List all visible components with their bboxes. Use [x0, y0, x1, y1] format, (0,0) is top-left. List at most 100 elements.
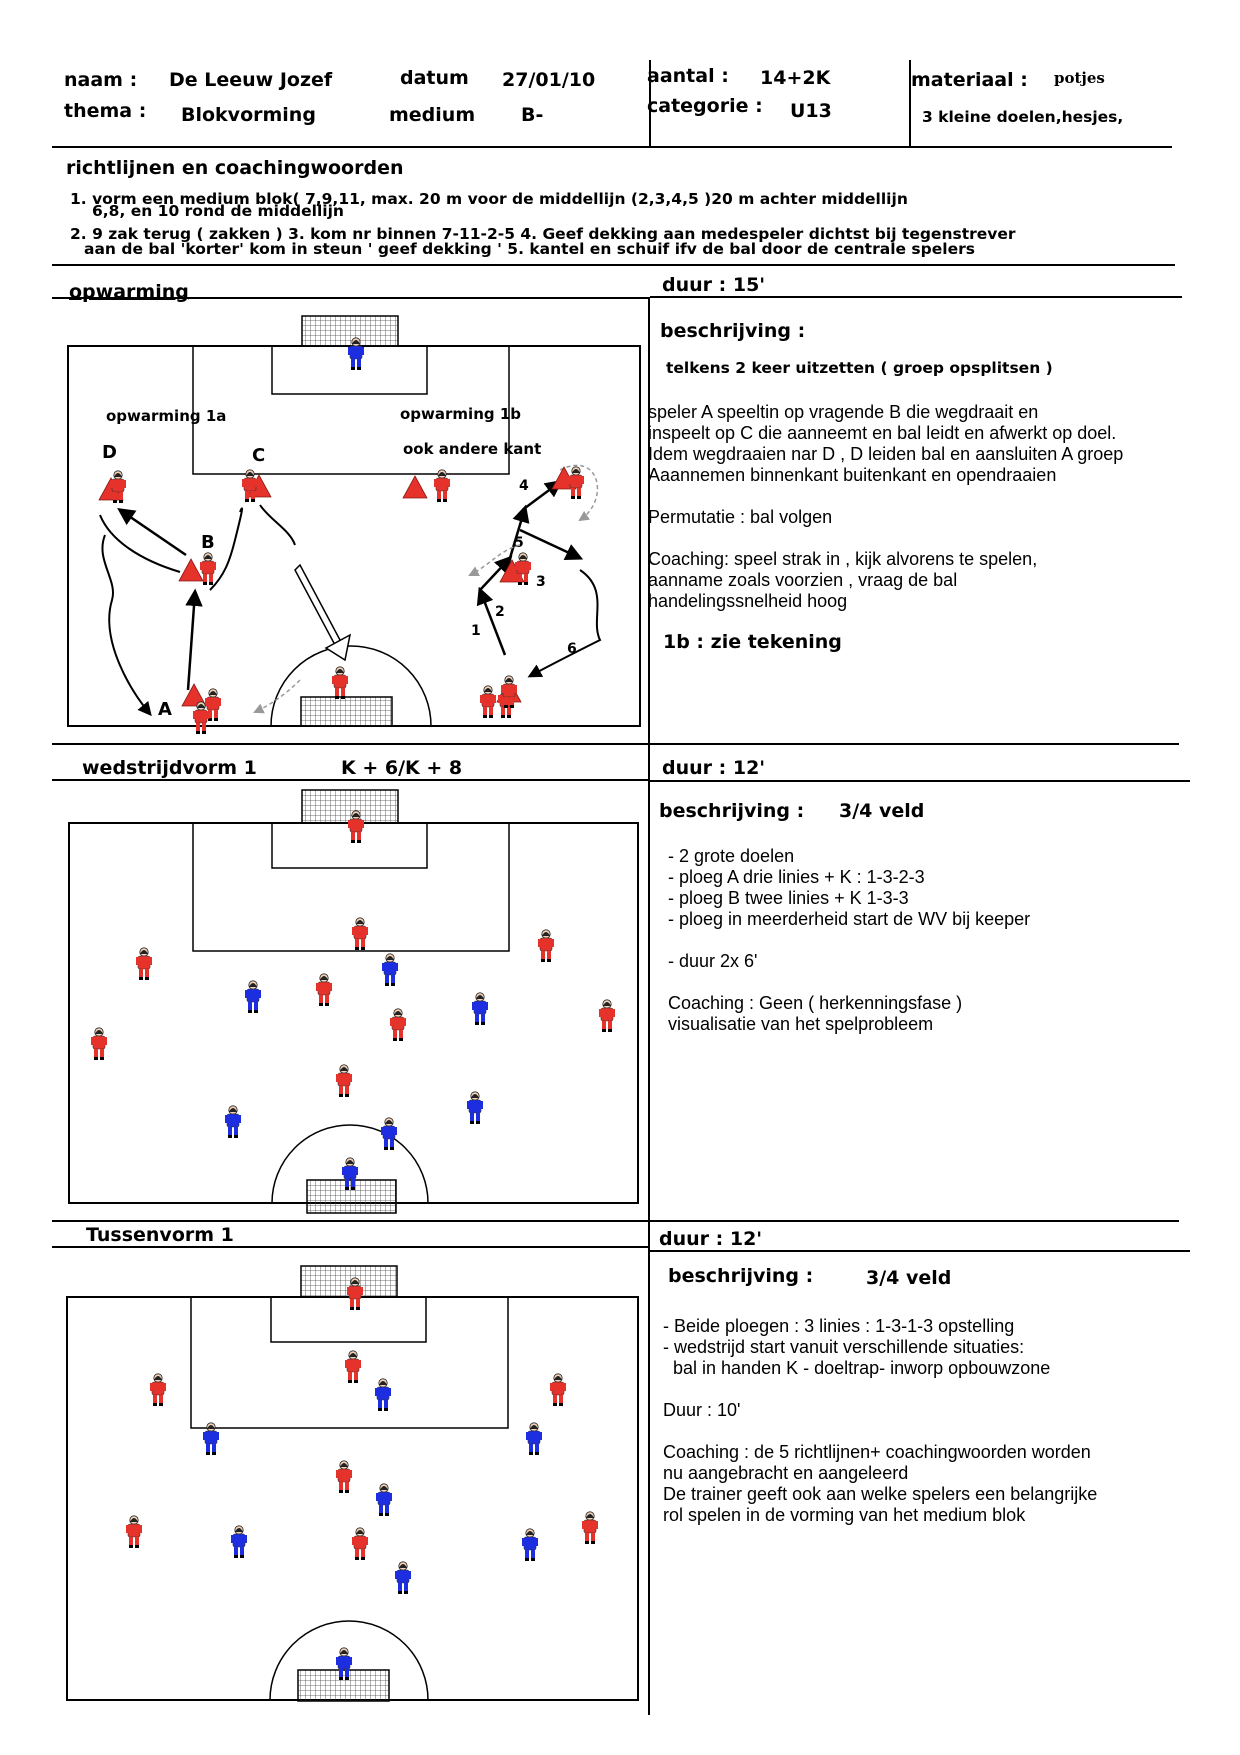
player-red	[205, 688, 221, 721]
desc-line: visualisatie van het spelprobleem	[668, 1014, 934, 1034]
dribble-arrows	[253, 464, 599, 714]
players	[126, 1277, 598, 1680]
shot-arrowhead-icon	[324, 633, 352, 662]
player-red	[336, 1064, 352, 1097]
medium-label: medium	[389, 104, 476, 126]
desc-line: De trainer geeft ook aan welke spelers e…	[663, 1484, 1098, 1504]
desc-line: Idem wegdraaien nar D , D leiden bal en …	[648, 444, 1124, 464]
diagram-labels: opwarming 1a opwarming 1b ook andere kan…	[102, 405, 577, 720]
match-diagram-2	[66, 1265, 639, 1702]
pass-arrows	[99, 479, 602, 717]
section3-beschrijving: beschrijving :	[668, 1265, 814, 1287]
player-red	[193, 701, 209, 734]
desc-line: - 2 grote doelen	[668, 846, 795, 866]
player-blue	[526, 1422, 542, 1455]
goal-icon	[297, 1669, 390, 1702]
number-4: 4	[519, 478, 529, 494]
guideline-line: aan de bal 'korter' kom in steun ' geef …	[84, 240, 975, 258]
player-blue	[375, 1378, 391, 1411]
player-blue	[245, 980, 261, 1013]
thema-value: Blokvorming	[181, 104, 316, 126]
warmup-diagram: opwarming 1a opwarming 1b ook andere kan…	[67, 315, 641, 734]
section-rule	[52, 297, 650, 299]
section2-duur: duur : 12'	[662, 757, 766, 779]
player-red	[316, 973, 332, 1006]
goalkeeper-blue	[348, 337, 364, 370]
section2-beschrijving: beschrijving :	[659, 800, 805, 822]
materiaal-line1: potjes	[1054, 69, 1105, 87]
section2-description: - 2 grote doelen - ploeg A drie linies +…	[668, 846, 1030, 1035]
section2-veld: 3/4 veld	[839, 800, 925, 822]
player-blue	[381, 1117, 397, 1150]
desc-line: nu aangebracht en aangeleerd	[663, 1463, 909, 1483]
section1-note: 1b : zie tekening	[663, 631, 842, 653]
thema-label: thema :	[64, 100, 147, 122]
section3-veld: 3/4 veld	[866, 1267, 952, 1289]
match-diagram-1	[68, 789, 639, 1214]
label-D: D	[102, 442, 117, 463]
desc-line: Coaching : de 5 richtlijnen+ coachingwoo…	[663, 1442, 1091, 1462]
number-1: 1	[471, 623, 481, 639]
player-blue	[376, 1483, 392, 1516]
desc-line: rol spelen in de vorming van het medium …	[663, 1505, 1026, 1525]
section1-subtitle: telkens 2 keer uitzetten ( groep opsplit…	[666, 359, 1053, 377]
label-C: C	[252, 445, 265, 466]
desc-line: inspeelt op C die aanneemt en bal leidt …	[648, 423, 1117, 443]
goal-icon	[301, 789, 399, 824]
label-andere-kant: ook andere kant	[403, 440, 541, 458]
player-red	[599, 999, 615, 1032]
desc-line: handelingssnelheid hoog	[648, 591, 848, 611]
player-blue	[231, 1525, 247, 1558]
player-red	[345, 1350, 361, 1383]
desc-line	[668, 930, 1030, 951]
desc-line	[668, 972, 1030, 993]
player-red	[480, 685, 496, 718]
cone-icon	[402, 475, 428, 499]
player-red	[332, 666, 348, 699]
materiaal-label: materiaal :	[911, 69, 1028, 91]
section-rule	[650, 780, 1190, 782]
guideline-line: 1. vorm een medium blok( 7,9,11, max. 20…	[70, 190, 908, 208]
number-3: 3	[536, 574, 546, 590]
categorie-value: U13	[790, 100, 832, 122]
pitch	[66, 1265, 639, 1702]
section-rule	[52, 264, 1175, 266]
player-red	[352, 917, 368, 950]
number-5: 5	[514, 535, 524, 551]
header-rule	[52, 146, 1172, 148]
player-blue	[472, 992, 488, 1025]
guideline-line: 2. 9 zak terug ( zakken ) 3. kom nr binn…	[70, 225, 1016, 243]
player-blue	[467, 1091, 483, 1124]
player-red	[150, 1373, 166, 1406]
aantal-label: aantal :	[647, 65, 729, 87]
player-red	[347, 1277, 363, 1310]
desc-line: - ploeg B twee linies + K 1-3-3	[668, 888, 909, 908]
player-red	[390, 1008, 406, 1041]
desc-line: Coaching: speel strak in , kijk alvorens…	[648, 549, 1038, 569]
desc-line: - wedstrijd start vanuit verschillende s…	[663, 1337, 1025, 1357]
aantal-value: 14+2K	[760, 67, 831, 89]
desc-line: bal in handen K - doeltrap- inworp opbou…	[663, 1358, 1051, 1378]
player-blue	[382, 953, 398, 986]
section-rule	[650, 296, 1182, 298]
header-divider	[909, 60, 911, 146]
section1-description: speler A speeltin op vragende B die wegd…	[648, 402, 1123, 612]
guideline-line: 6,8, en 10 rond de middellijn	[92, 202, 344, 220]
number-6: 6	[567, 641, 577, 657]
player-red	[550, 1373, 566, 1406]
goal-icon	[300, 696, 393, 727]
cone-icon	[181, 683, 207, 707]
desc-line: Duur : 10'	[663, 1400, 741, 1420]
player-red	[515, 552, 531, 585]
datum-value: 27/01/10	[502, 69, 596, 91]
desc-line: - duur 2x 6'	[668, 951, 758, 971]
player-red	[242, 469, 258, 502]
desc-line	[663, 1379, 1097, 1400]
player-red	[336, 1460, 352, 1493]
player-red	[136, 947, 152, 980]
desc-line: aanname zoals voorzien , vraag de bal	[648, 570, 958, 590]
desc-line: - ploeg A drie linies + K : 1-3-2-3	[668, 867, 925, 887]
player-red	[126, 1515, 142, 1548]
cone-icon	[178, 558, 204, 582]
